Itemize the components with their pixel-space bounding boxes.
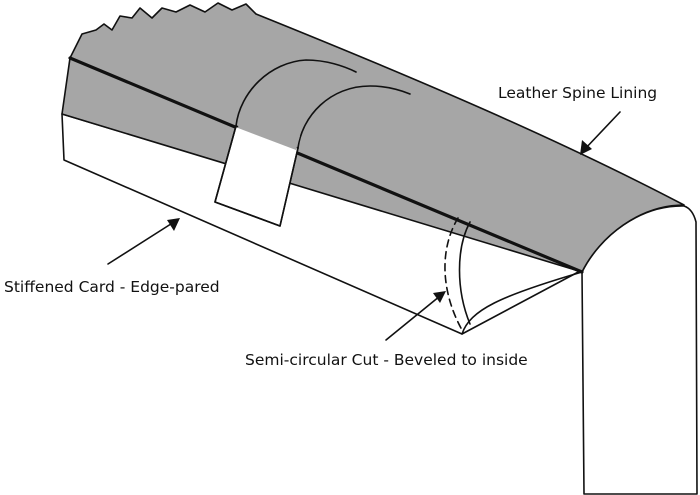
arrow-stiffened-card <box>107 218 180 265</box>
arrow-semicircular-cut <box>385 291 446 341</box>
card-bevel-edge <box>461 271 583 335</box>
semicircular-cut-bevel <box>444 217 463 331</box>
spine-label-strip <box>235 59 357 127</box>
leather-spine-lining <box>61 2 685 273</box>
semicircular-cut-edge <box>458 221 471 325</box>
spine-label-strip-2 <box>297 85 411 149</box>
label-leather-spine-lining: Leather Spine Lining <box>498 84 657 102</box>
right-end-board <box>581 205 698 495</box>
label-semicircular-cut: Semi-circular Cut - Beveled to inside <box>245 351 528 369</box>
label-stiffened-card: Stiffened Card - Edge-pared <box>4 278 220 296</box>
spine-label-tab-edge <box>214 125 299 227</box>
spine-label-tab-cover <box>238 112 300 150</box>
arrow-leather-spine-lining <box>580 111 621 155</box>
spine-ridge-line <box>68 56 584 274</box>
